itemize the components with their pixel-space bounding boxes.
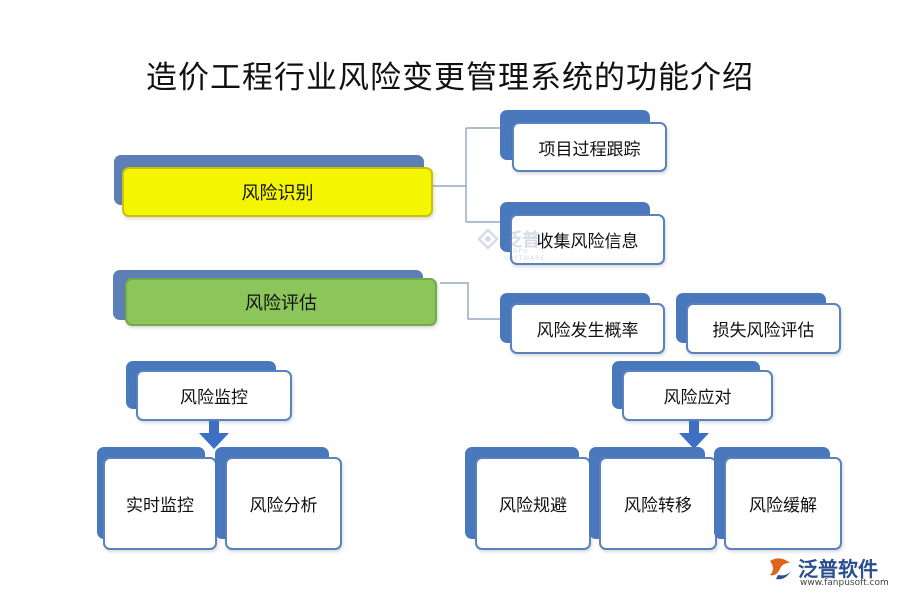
identification-connector <box>432 127 500 223</box>
node-label: 风险发生概率 <box>536 321 639 341</box>
brand-logo: 泛普软件 www.fanpusoft.com <box>766 553 889 588</box>
node-risk-analysis[interactable]: 风险分析 <box>215 447 343 552</box>
node-loss-assessment[interactable]: 损失风险评估 <box>676 293 842 355</box>
node-risk-transfer[interactable]: 风险转移 <box>589 447 718 552</box>
node-label: 风险规避 <box>499 496 567 516</box>
assessment-connector <box>440 282 500 320</box>
node-label: 收集风险信息 <box>536 232 639 252</box>
node-risk-mitigation[interactable]: 风险缓解 <box>714 447 843 552</box>
node-probability[interactable]: 风险发生概率 <box>500 293 666 355</box>
fanpu-logo-icon <box>770 557 792 579</box>
node-label: 项目过程跟踪 <box>538 139 641 160</box>
node-project-tracking[interactable]: 项目过程跟踪 <box>500 110 668 174</box>
node-label: 风险转移 <box>624 496 692 516</box>
node-label: 风险应对 <box>663 388 732 408</box>
arrow-down-icon <box>199 421 229 449</box>
node-label: 风险监控 <box>180 388 248 408</box>
diagram-title: 造价工程行业风险变更管理系统的功能介绍 <box>146 60 754 96</box>
node-risk-response[interactable]: 风险应对 <box>612 361 774 422</box>
brand-name: 泛普软件 <box>798 557 878 581</box>
node-risk-identification[interactable]: 风险识别 <box>114 155 434 219</box>
node-label: 损失风险评估 <box>712 321 815 341</box>
node-label: 风险缓解 <box>749 496 817 516</box>
node-label: 风险评估 <box>245 293 317 314</box>
node-label: 风险分析 <box>249 496 318 516</box>
brand-url: www.fanpusoft.com <box>800 578 889 588</box>
node-collect-info[interactable]: 收集风险信息 <box>500 202 666 266</box>
node-risk-avoidance[interactable]: 风险规避 <box>465 447 592 552</box>
node-realtime-monitoring[interactable]: 实时监控 <box>97 447 219 552</box>
node-label: 实时监控 <box>126 496 194 516</box>
node-risk-monitoring[interactable]: 风险监控 <box>126 361 293 422</box>
node-label: 风险识别 <box>241 183 314 204</box>
node-risk-assessment[interactable]: 风险评估 <box>113 270 439 329</box>
arrow-down-icon <box>679 421 709 449</box>
